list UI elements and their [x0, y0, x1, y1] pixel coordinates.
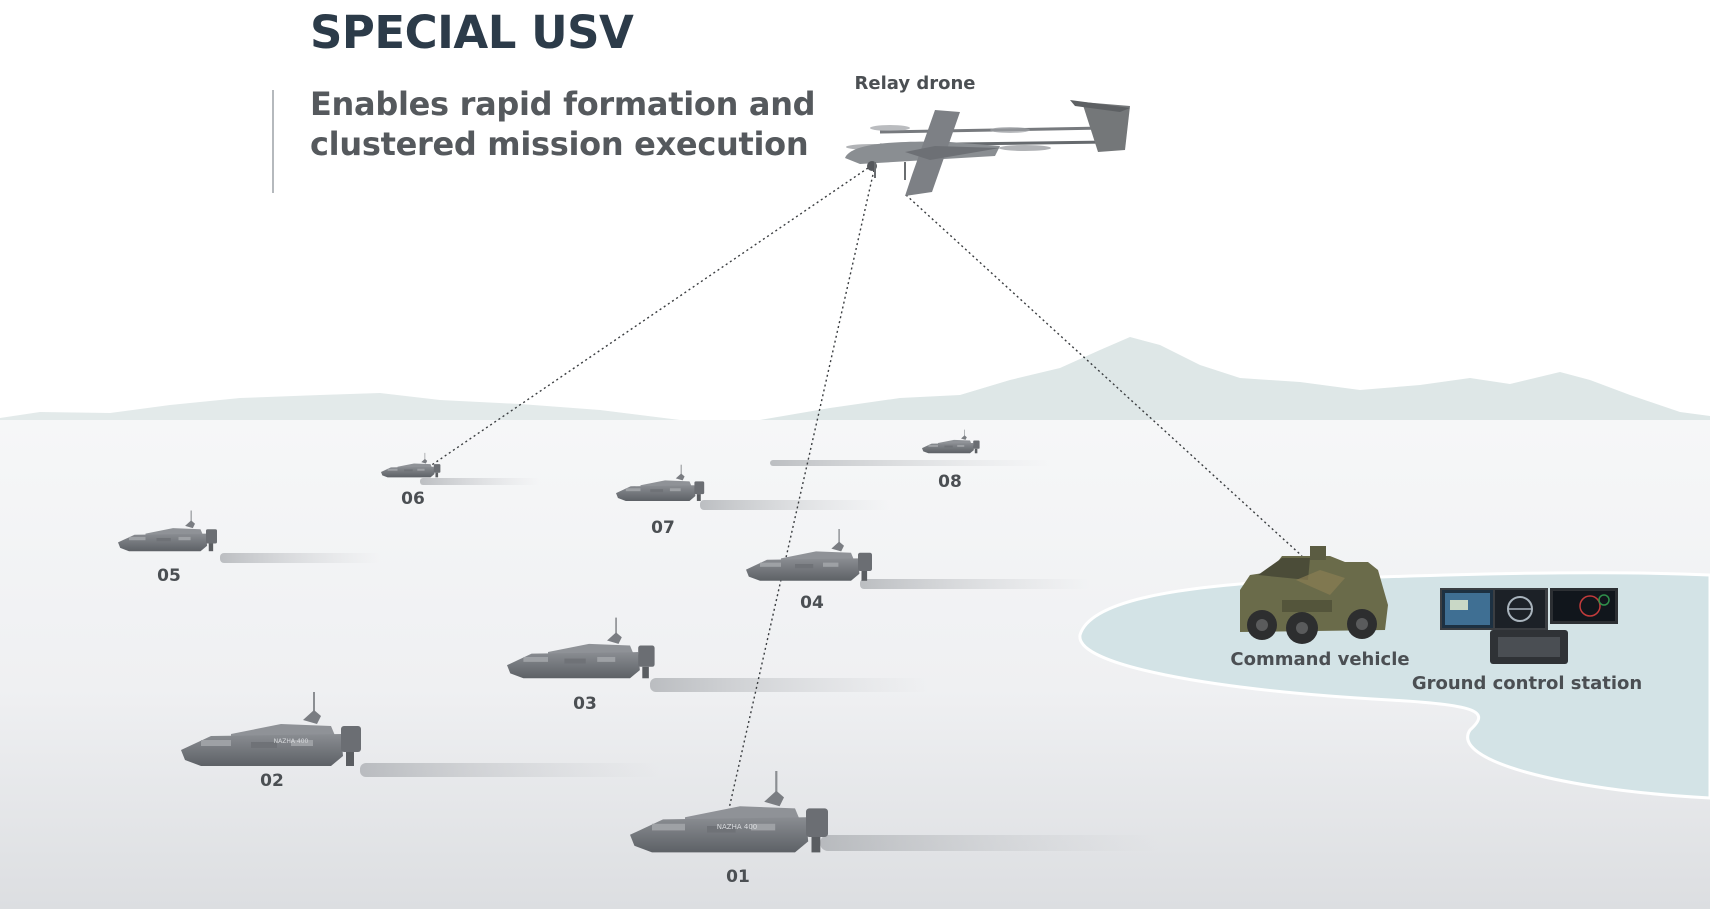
boat-01-marking: NAZHA 400: [716, 823, 758, 831]
ground-control-station-label: Ground control station: [1411, 673, 1643, 694]
boat-label-08: 08: [938, 472, 962, 492]
shore-land: [1078, 571, 1710, 800]
link-drone-to-boat-06: [416, 167, 869, 476]
ground-control-station-graphic: [1440, 588, 1618, 664]
page-title: SPECIAL USV: [310, 6, 634, 59]
boat-label-02: 02: [260, 771, 284, 791]
page-subtitle: Enables rapid formation and clustered mi…: [310, 84, 816, 164]
boat-label-01: 01: [726, 867, 750, 887]
boat-label-04: 04: [800, 593, 824, 613]
command-vehicle-label: Command vehicle: [1230, 649, 1410, 670]
mountain-range: [0, 337, 1710, 420]
relay-drone-label: Relay drone: [854, 73, 976, 94]
boat-label-06: 06: [401, 489, 425, 509]
boat-label-05: 05: [157, 566, 181, 586]
command-vehicle-graphic: [1240, 546, 1388, 644]
relay-drone-graphic: [845, 100, 1130, 196]
subtitle-line-2: clustered mission execution: [310, 125, 809, 163]
boat-02-marking: NAZHA 400: [273, 738, 309, 745]
boat-label-07: 07: [651, 518, 675, 538]
link-drone-to-boat-01: [725, 169, 875, 823]
boat-label-03: 03: [573, 694, 597, 714]
subtitle-line-1: Enables rapid formation and: [310, 85, 816, 123]
subtitle-divider: [272, 90, 274, 193]
link-drone-to-command-vehicle: [905, 194, 1303, 557]
wakes: [220, 460, 1160, 851]
